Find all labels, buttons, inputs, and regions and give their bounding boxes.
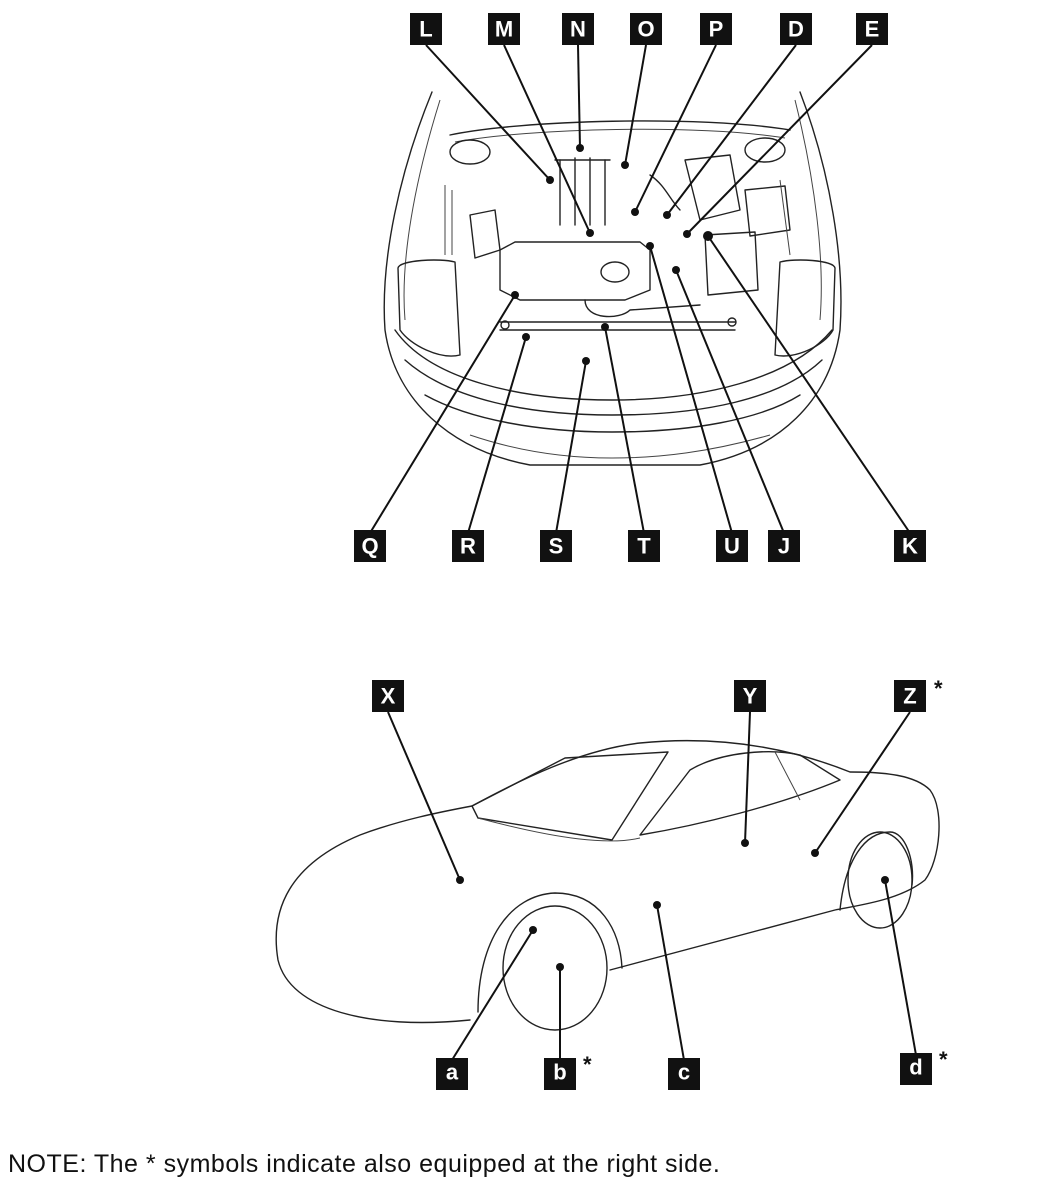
leader-lines — [369, 44, 917, 1061]
svg-text:P: P — [709, 17, 724, 42]
callout-N: N — [562, 13, 594, 45]
svg-text:L: L — [419, 17, 432, 42]
svg-text:Z: Z — [903, 684, 916, 709]
svg-text:Y: Y — [743, 684, 758, 709]
svg-text:D: D — [788, 17, 804, 42]
svg-text:c: c — [678, 1060, 690, 1085]
engine-callout-labels: L M N O P D E Q — [354, 13, 926, 562]
callout-X: X — [372, 680, 404, 712]
callout-a: a — [436, 1058, 468, 1090]
callout-c: c — [668, 1058, 700, 1090]
footnote: NOTE: The * symbols indicate also equipp… — [8, 1150, 721, 1178]
svg-text:a: a — [446, 1060, 459, 1085]
callout-S: S — [540, 530, 572, 562]
component-location-diagram: L M N O P D E Q — [275, 13, 948, 1090]
svg-text:Q: Q — [361, 534, 378, 559]
svg-text:d: d — [909, 1055, 922, 1080]
callout-E: E — [856, 13, 888, 45]
callout-L: L — [410, 13, 442, 45]
vehicle-side-drawing — [275, 739, 940, 1031]
right-side-star: * — [583, 1052, 592, 1077]
callout-M: M — [488, 13, 520, 45]
right-side-star: * — [939, 1047, 948, 1072]
svg-text:E: E — [865, 17, 880, 42]
engine-compartment-drawing — [383, 91, 842, 466]
callout-Y: Y — [734, 680, 766, 712]
body-callout-labels: X Y Z * a b * c d * — [372, 676, 948, 1090]
callout-U: U — [716, 530, 748, 562]
svg-text:N: N — [570, 17, 586, 42]
svg-text:O: O — [637, 17, 654, 42]
svg-text:T: T — [637, 534, 651, 559]
right-side-star: * — [934, 676, 943, 701]
svg-text:J: J — [778, 534, 790, 559]
svg-text:U: U — [724, 534, 740, 559]
callout-P: P — [700, 13, 732, 45]
callout-d: d * — [900, 1047, 948, 1085]
callout-O: O — [630, 13, 662, 45]
callout-K: K — [894, 530, 926, 562]
callout-D: D — [780, 13, 812, 45]
svg-text:S: S — [549, 534, 564, 559]
svg-text:M: M — [495, 17, 513, 42]
callout-Z: Z * — [894, 676, 943, 712]
svg-text:R: R — [460, 534, 476, 559]
callout-R: R — [452, 530, 484, 562]
callout-T: T — [628, 530, 660, 562]
svg-text:X: X — [381, 684, 396, 709]
callout-J: J — [768, 530, 800, 562]
callout-Q: Q — [354, 530, 386, 562]
anchor-dots — [456, 144, 889, 971]
svg-text:b: b — [553, 1060, 566, 1085]
svg-text:K: K — [902, 534, 918, 559]
callout-b: b * — [544, 1052, 592, 1090]
